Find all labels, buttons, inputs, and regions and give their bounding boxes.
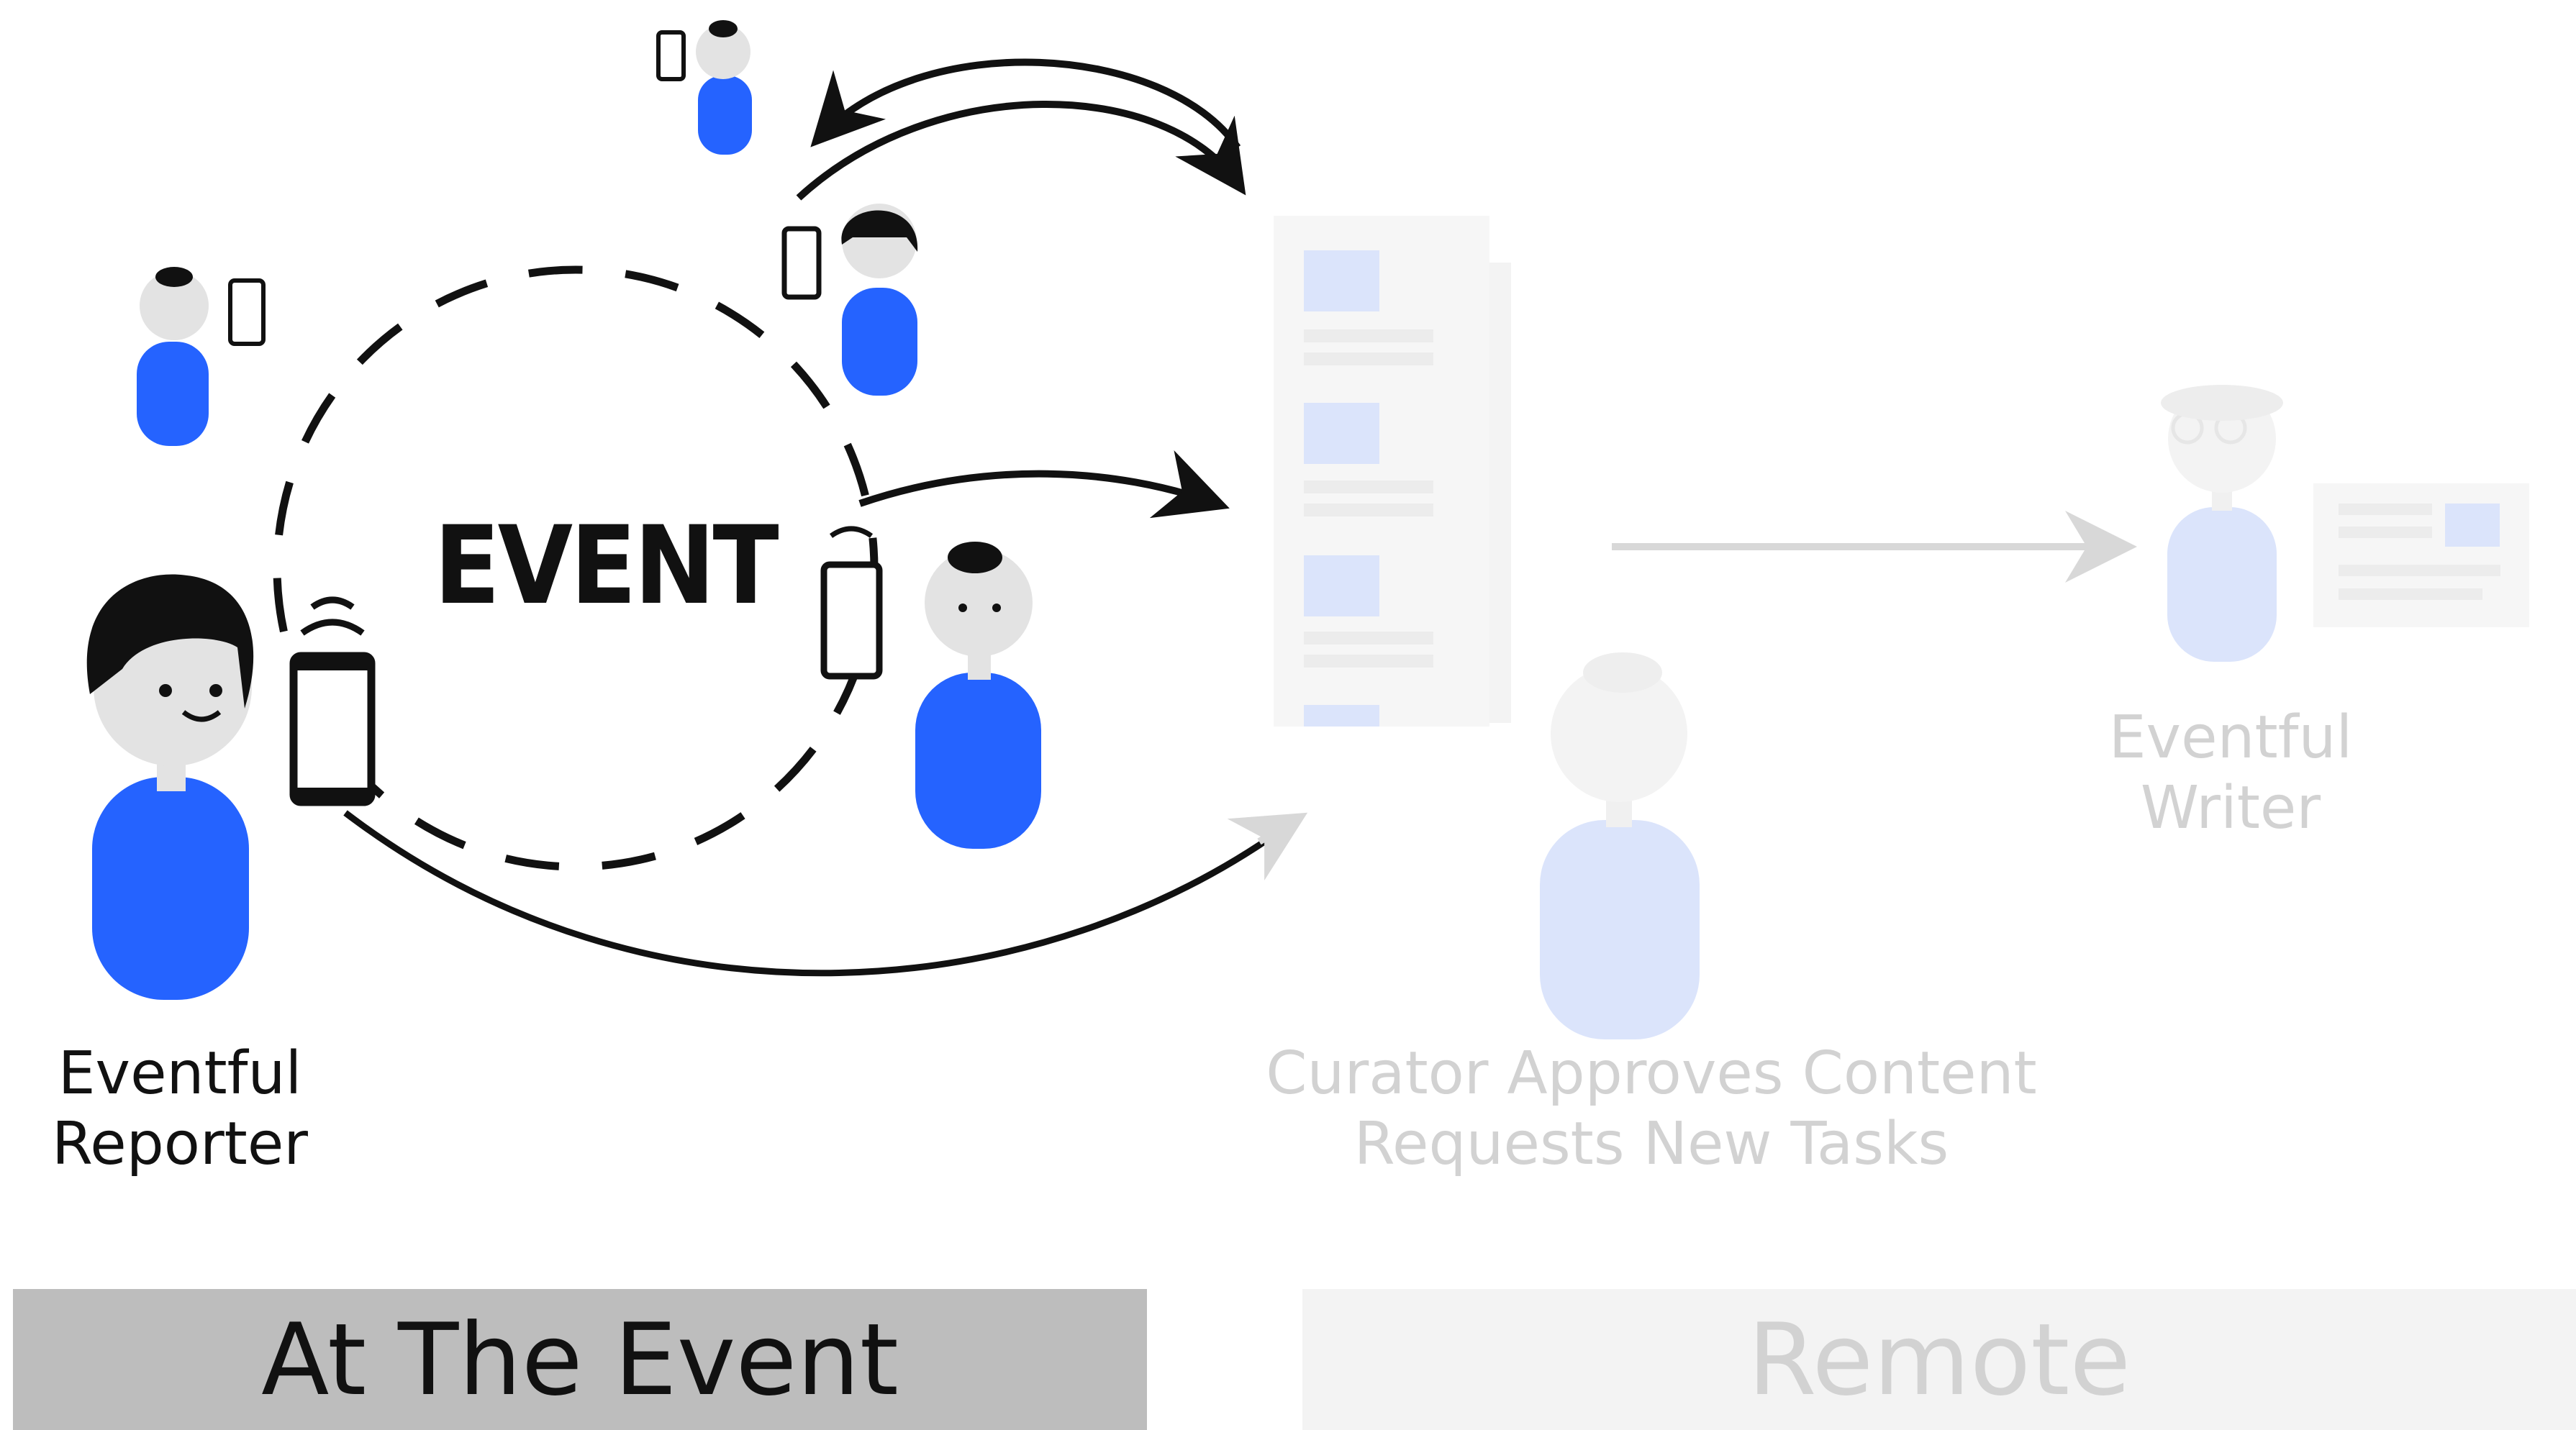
arrow-reporter-to-curator (343, 810, 1297, 977)
participant-left-phone-icon (228, 278, 266, 346)
participant-top-right-phone-icon (781, 226, 822, 300)
participant-top-phone-icon (656, 30, 686, 81)
reporter-label: Eventful Reporter (22, 1044, 338, 1185)
curator-person (1540, 652, 1700, 1039)
reporter-label-line-2: Reporter (52, 1110, 308, 1178)
event-label: EVENT (434, 504, 779, 629)
curator-label-line-1: Curator Approves Content (1266, 1039, 2037, 1108)
participant-right-phone-icon (820, 526, 883, 680)
arrow-reporter-tip (1227, 812, 1308, 881)
participant-left (137, 267, 209, 446)
arrow-top-loop-out (796, 101, 1246, 201)
arrow-top-loop-in (810, 58, 1241, 150)
reporter-phone-icon (289, 596, 376, 806)
writer-label: Eventful Writer (2072, 709, 2389, 850)
curator-label: Curator Approves Content Requests New Ta… (1216, 1044, 2087, 1185)
writer-person (2161, 385, 2283, 662)
curator-label-line-2: Requests New Tasks (1353, 1110, 1949, 1178)
reporter-label-line-1: Eventful (58, 1039, 302, 1108)
participant-top-right (841, 204, 918, 396)
eventful-reporter (86, 574, 254, 1000)
participant-top (696, 20, 752, 155)
section-at-the-event: At The Event (13, 1289, 1147, 1430)
section-remote: Remote (1302, 1289, 2576, 1430)
writer-label-line-2: Writer (2140, 774, 2321, 842)
arrow-event-to-curator (858, 450, 1230, 519)
writer-label-line-1: Eventful (2108, 703, 2353, 772)
published-article (2313, 483, 2529, 627)
content-document-stack (1274, 216, 1511, 727)
participant-right (915, 542, 1041, 849)
